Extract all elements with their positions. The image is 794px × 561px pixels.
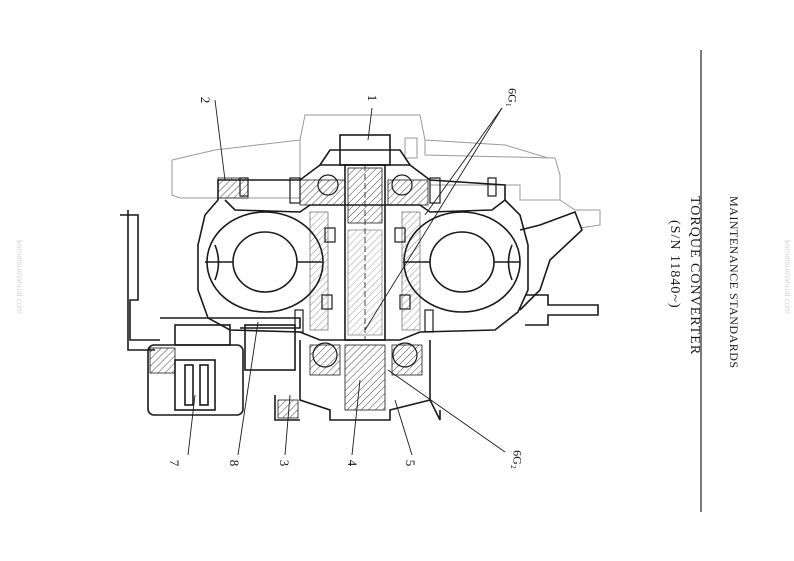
bearings-and-bolts — [239, 174, 497, 368]
turbine-torus — [205, 211, 521, 313]
hatched-sections — [149, 167, 429, 419]
callout-6g2: 6G₂ — [510, 450, 525, 469]
watermark-right: komatsumanual.com — [783, 240, 792, 314]
callout-3: 3 — [277, 459, 292, 467]
serial-range: (S/N 11840~) — [667, 220, 682, 309]
page-title: TORQUE CONVERTER — [687, 196, 702, 356]
callout-1: 1 — [365, 94, 380, 102]
callout-5: 5 — [403, 459, 418, 467]
callout-6g1: 6G₁ — [505, 88, 520, 107]
leader-lines — [187, 99, 506, 456]
callout-7: 7 — [167, 459, 182, 467]
callout-2: 2 — [198, 96, 213, 104]
callout-8: 8 — [227, 459, 242, 467]
callout-4: 4 — [345, 459, 360, 467]
section-heading: MAINTENANCE STANDARDS — [727, 196, 741, 369]
ghost-housing — [171, 114, 601, 229]
watermark-left: komatsumanual.com — [15, 240, 24, 314]
